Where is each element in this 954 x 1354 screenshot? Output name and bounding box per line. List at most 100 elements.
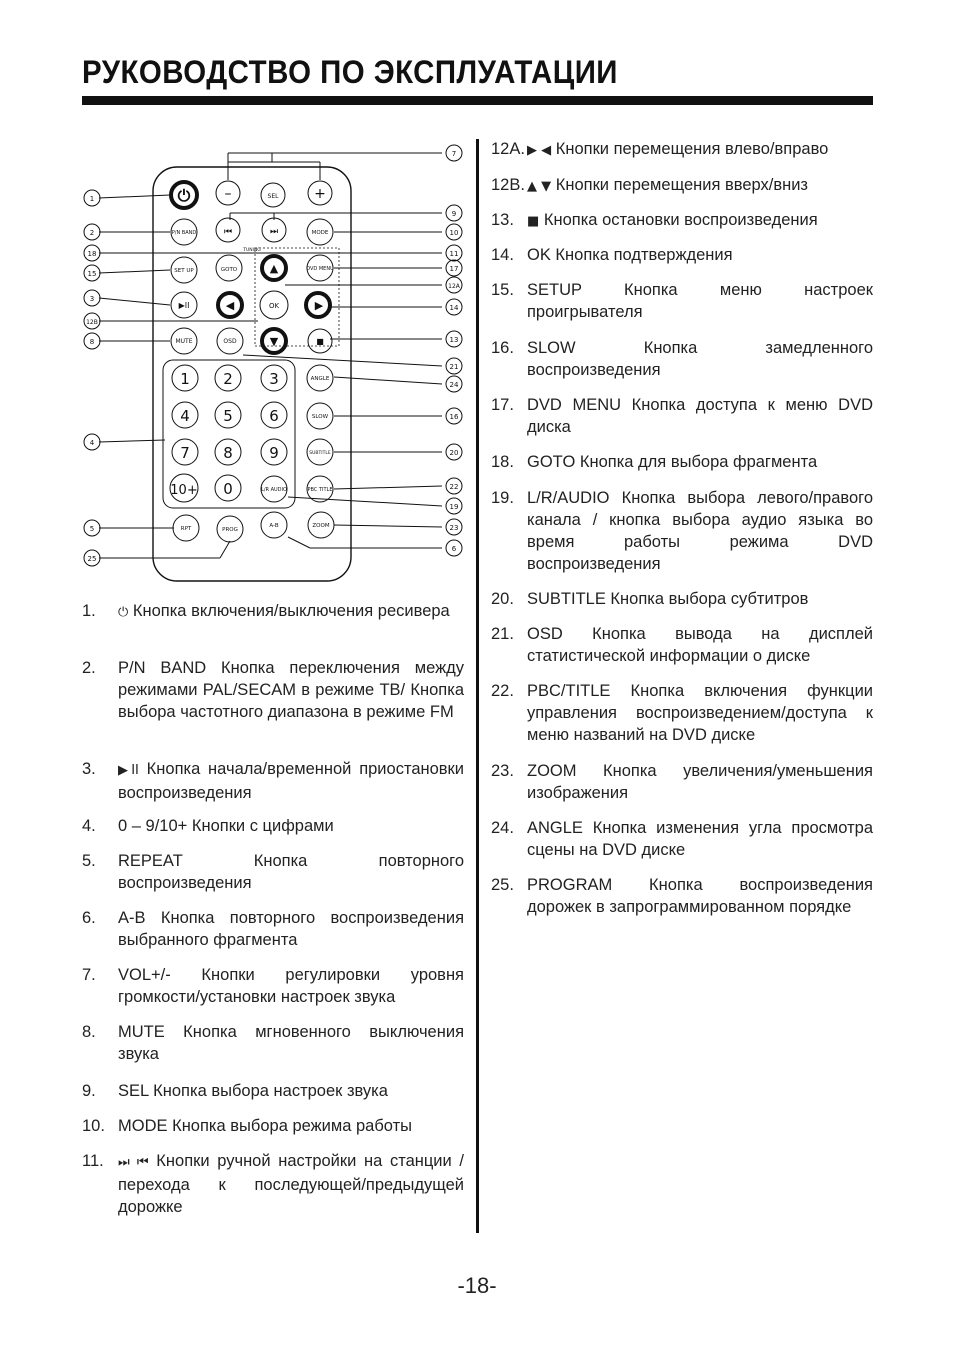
list-item-number: 12B. xyxy=(491,176,525,194)
list-item-number: 17. xyxy=(491,396,514,414)
list-item-number: 21. xyxy=(491,625,514,643)
dvd-menu-button xyxy=(306,254,334,282)
svg-text:23: 23 xyxy=(450,524,459,532)
mute-button xyxy=(170,327,198,355)
list-item-number: 24. xyxy=(491,819,514,837)
svg-text:20: 20 xyxy=(450,449,459,457)
svg-text:16: 16 xyxy=(450,413,459,421)
rpt-button xyxy=(172,514,200,542)
list-item-text: L/R/AUDIO Кнопка выбора левого/правого к… xyxy=(527,489,873,573)
subtitle-label: SUBTITLE xyxy=(309,450,331,456)
pn-band-label: P/N BAND xyxy=(172,230,197,236)
list-item-text: Кнопка включения/выключения ресивера xyxy=(132,602,450,620)
digit-2-button xyxy=(214,364,242,392)
zoom-button xyxy=(307,511,335,539)
svg-text:5: 5 xyxy=(90,525,94,533)
list-item-text: Кнопки ручной настройки на станции / пер… xyxy=(118,1152,464,1216)
list-item-text: ZOOM Кнопка увеличения/уменьшения изобра… xyxy=(527,762,873,802)
up-icon: ▲ xyxy=(270,262,279,275)
list-item-number: 11. xyxy=(82,1152,104,1170)
svg-text:14: 14 xyxy=(450,304,459,312)
list-item-text: PBC/TITLE Кнопка включения функции управ… xyxy=(527,682,873,744)
vol-plus-button xyxy=(307,180,333,206)
list-item-text: OK Кнопка подтверждения xyxy=(527,246,733,264)
prev-button xyxy=(215,217,241,243)
ab-button xyxy=(260,511,288,539)
svg-text:0: 0 xyxy=(223,480,233,498)
svg-text:3: 3 xyxy=(90,295,94,303)
svg-text:2: 2 xyxy=(223,370,233,388)
title-rule xyxy=(82,96,873,105)
digit-3-button xyxy=(260,364,288,392)
list-item-text: Кнопка начала/временной приостановки вос… xyxy=(118,760,464,802)
list-item-number: 4. xyxy=(82,817,96,835)
list-item-text: OSD Кнопка вывода на дисплей статистичес… xyxy=(527,625,873,665)
list-item-text: MODE Кнопка выбора режима работы xyxy=(118,1117,413,1135)
list-item-text: GOTO Кнопка для выбора фрагмента xyxy=(527,453,818,471)
svg-text:19: 19 xyxy=(450,503,459,511)
power-icon: ⏻ xyxy=(178,186,191,205)
svg-text:6: 6 xyxy=(452,545,457,553)
list-item-text: VOL+/- Кнопки регулировки уровня громкос… xyxy=(118,966,464,1006)
rpt-label: RPT xyxy=(181,526,192,532)
angle-label: ANGLE xyxy=(311,376,330,382)
svg-text:12B: 12B xyxy=(86,319,98,326)
pbc-title-button xyxy=(306,475,334,503)
button-symbol-icon: ▶ ◀ xyxy=(527,143,552,158)
list-item-text: MUTE Кнопка мгновенного выключения звука xyxy=(118,1023,464,1063)
page-number: -18- xyxy=(457,1273,497,1298)
button-symbol-icon: ▶II xyxy=(118,763,139,778)
vol-minus-label: – xyxy=(225,186,232,202)
list-item-number: 19. xyxy=(491,489,514,507)
osd-label: OSD xyxy=(223,338,237,345)
svg-text:18: 18 xyxy=(88,250,97,258)
next-button xyxy=(261,217,287,243)
svg-text:25: 25 xyxy=(88,555,97,563)
list-item-text: PROGRAM Кнопка воспроизведения дорожек в… xyxy=(527,876,873,916)
osd-button xyxy=(216,327,244,355)
list-item-text: SEL Кнопка выбора настроек звука xyxy=(118,1082,388,1100)
button-symbol-icon: ■ xyxy=(527,214,540,229)
svg-text:10+: 10+ xyxy=(170,483,197,498)
vol-minus-button xyxy=(215,180,241,206)
list-item-text: ANGLE Кнопка изменения угла просмотра сц… xyxy=(527,819,873,859)
mute-label: MUTE xyxy=(175,338,192,345)
next-icon: ⏭ xyxy=(270,227,278,237)
ab-label: A-B xyxy=(269,523,278,529)
ok-label: OK xyxy=(269,302,280,310)
prog-button xyxy=(216,515,244,543)
svg-text:3: 3 xyxy=(269,370,279,388)
digit-8-button xyxy=(214,438,242,466)
prev-icon: ⏮ xyxy=(224,227,232,237)
right-button xyxy=(304,291,332,319)
svg-text:6: 6 xyxy=(269,407,279,425)
lr-audio-button xyxy=(260,475,288,503)
number-pad-frame xyxy=(162,359,296,509)
svg-text:4: 4 xyxy=(180,407,190,425)
svg-text:24: 24 xyxy=(450,381,459,389)
list-item-text: DVD MENU Кнопка доступа к меню DVD диска xyxy=(527,396,873,436)
list-item-text: SLOW Кнопка замедленного воспроизведения xyxy=(527,339,873,379)
goto-button xyxy=(215,254,243,282)
list-item-number: 8. xyxy=(82,1023,96,1041)
play-pause-button xyxy=(170,291,198,319)
list-item-text: A-B Кнопка повторного воспроизведения вы… xyxy=(118,909,464,949)
setup-button xyxy=(170,256,198,284)
svg-text:5: 5 xyxy=(223,407,233,425)
left-button xyxy=(216,291,244,319)
list-item-number: 22. xyxy=(491,682,514,700)
tuning-label: TUNING xyxy=(242,247,261,253)
svg-text:7: 7 xyxy=(180,444,190,462)
digit-0-button xyxy=(214,474,242,502)
list-item-number: 20. xyxy=(491,590,514,608)
digit-9-button xyxy=(260,438,288,466)
svg-text:8: 8 xyxy=(223,444,233,462)
list-item-number: 25. xyxy=(491,876,514,894)
setup-label: SET UP xyxy=(174,268,194,274)
ok-button xyxy=(259,290,289,320)
list-item-number: 5. xyxy=(82,852,96,870)
list-item-number: 18. xyxy=(491,453,514,471)
list-item-number: 15. xyxy=(491,281,514,299)
left-icon: ◀ xyxy=(226,299,235,312)
svg-text:1: 1 xyxy=(180,370,190,388)
